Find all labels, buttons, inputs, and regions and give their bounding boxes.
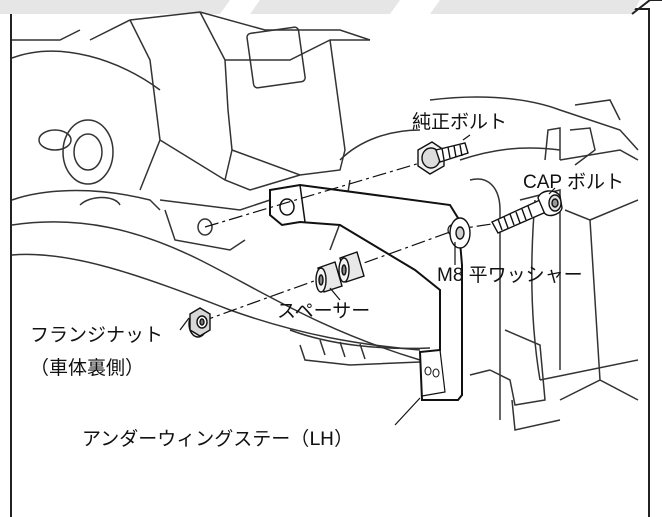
cap-bolt-label: CAP ボルト xyxy=(523,172,625,193)
genuine-bolt-part xyxy=(417,141,469,175)
cap-bolt-part xyxy=(491,190,563,234)
flange-nut-label: フランジナット xyxy=(30,324,164,346)
bumper-structure xyxy=(289,96,639,431)
m8-washer-part xyxy=(449,217,471,249)
leader-lines xyxy=(179,134,556,426)
spacer-parts xyxy=(315,251,365,293)
under-wing-stay-label: アンダーウィングステー（LH） xyxy=(82,428,354,450)
flange-nut-note: （車体裏側） xyxy=(30,357,145,379)
genuine-bolt-label: 純正ボルト xyxy=(412,111,508,133)
flange-nut-part xyxy=(188,307,211,338)
m8-washer-label: M8 平ワッシャー xyxy=(437,265,583,286)
vehicle-body xyxy=(11,11,421,361)
spacer-label: スペーサー xyxy=(277,300,371,322)
under-wing-stay-bracket xyxy=(269,183,463,401)
header-bar xyxy=(0,0,662,15)
